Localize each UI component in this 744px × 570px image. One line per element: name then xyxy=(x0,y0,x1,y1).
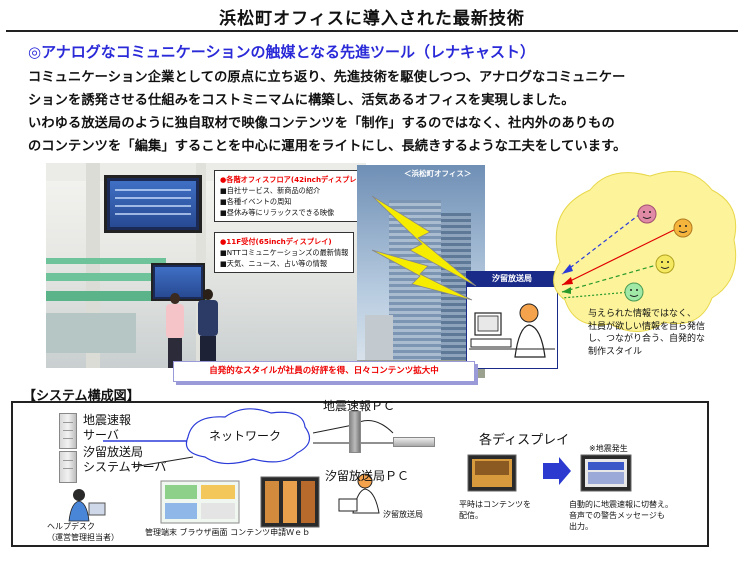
normal-operation-line: 平時はコンテンツを xyxy=(459,500,531,509)
displays-label: 各ディスプレイ xyxy=(479,433,570,448)
callout-reception-item: ■NTTコミュニケーションズの最新情報 xyxy=(220,248,349,257)
arrow-green-2 xyxy=(561,291,631,299)
system-diagram: 地震速報 サーバ 汐留放送局 システムサーバ ネットワーク 地震速報ＰＣ 各ディ… xyxy=(11,399,709,547)
quake-server-label: 地震速報 サーバ xyxy=(83,413,131,443)
ceiling-display xyxy=(104,175,202,233)
cloud-caption-line: 制作スタイル xyxy=(588,346,643,357)
tower-label: ＜浜松町オフィス＞ xyxy=(404,169,472,178)
callout-floor-item: ■自社サービス、新商品の紹介 xyxy=(220,186,321,195)
callout-floor-heading: ●各階オフィスフロア(42inchディスプレイ) xyxy=(220,175,367,184)
highlight-banner: 自発的なスタイルが社員の好評を得、日々コンテンツ拡大中 xyxy=(173,361,475,382)
smiley-icon xyxy=(624,282,644,302)
quake-pc-label: 地震速報ＰＣ xyxy=(323,399,396,413)
auto-switch-text: 自動的に地震速報に切替え。 音声での警告メッセージも 出力。 xyxy=(569,499,673,532)
quake-alert-label: ※地震発生 xyxy=(589,444,628,453)
auto-switch-line: 出力。 xyxy=(569,522,593,531)
quake-pc-tower-icon xyxy=(349,411,361,453)
quake-server-label-line: 地震速報 xyxy=(83,413,132,427)
network-cloud xyxy=(185,408,311,465)
title-rule xyxy=(6,30,738,32)
system-connector-layer xyxy=(68,408,632,528)
cloud-caption-line: 与えられた情報ではなく、 xyxy=(588,309,697,319)
helpdesk-person-icon xyxy=(73,489,85,501)
shiodome-server-icon xyxy=(59,451,77,483)
smiley-icon xyxy=(655,254,675,274)
person-left xyxy=(164,293,186,368)
shiodome-station-box xyxy=(466,271,558,369)
callout-floor-item: ■昼休み等にリラックスできる映像 xyxy=(220,208,335,217)
smiley-icon xyxy=(637,204,657,224)
body-line-4: のコンテンツを「編集」することを中心に運用をライトにし、長続きするような工夫をし… xyxy=(28,139,627,154)
callout-reception: ●11F受付(65inchディスプレイ) ■NTTコミュニケーションズの最新情報… xyxy=(214,232,355,273)
cloud-caption: 与えられた情報ではなく、 社員が欲しい情報を自ら発信 し、つながり合う、自発的な… xyxy=(588,308,705,358)
shiodome-server-label: 汐留放送局 システムサーバ xyxy=(83,445,167,475)
helpdesk-label: ヘルプデスク （運営管理担当者） xyxy=(47,521,119,543)
body-line-3: いわゆる放送局のように独自取材で映像コンテンツを「制作」するのではなく、社内外の… xyxy=(28,116,615,131)
normal-operation-text: 平時はコンテンツを 配信。 xyxy=(459,499,531,521)
quake-server-label-line: サーバ xyxy=(83,428,119,442)
broadcast-station-label: 汐留放送局 xyxy=(492,274,532,283)
cloud-caption-line: し、つながり合う、自発的な xyxy=(588,334,706,344)
helpdesk-label-line: ヘルプデスク xyxy=(47,522,95,531)
helpdesk-label-line: （運営管理担当者） xyxy=(47,533,119,542)
shiodome-server-label-line: システムサーバ xyxy=(83,460,167,474)
smiley-icon xyxy=(673,218,693,238)
shiodome-station-label: 汐留放送局 xyxy=(383,510,423,519)
operator-icon xyxy=(357,473,373,489)
shiodome-pc-label: 汐留放送局ＰＣ xyxy=(325,469,410,483)
page-title: 浜松町オフィスに導入された最新技術 xyxy=(219,9,525,29)
person-right xyxy=(196,289,220,368)
arrow-blue xyxy=(561,213,641,275)
auto-switch-line: 音声での警告メッセージも xyxy=(569,511,665,520)
shiodome-server-label-line: 汐留放送局 xyxy=(83,445,144,459)
normal-operation-line: 配信。 xyxy=(459,511,483,520)
arrow-green xyxy=(561,263,661,293)
system-section-label: 【システム構成図】 xyxy=(23,389,140,404)
network-label: ネットワーク xyxy=(209,429,282,443)
body-line-2: ションを誘発させる仕組みをコストミニマムに構築し、活気あるオフィスを実現しました… xyxy=(28,93,575,108)
arrow-red xyxy=(561,227,679,286)
callout-floor-item: ■各種イベントの周知 xyxy=(220,197,292,206)
callout-reception-item: ■天気、ニュース、占い等の情報 xyxy=(220,259,328,268)
router-icon xyxy=(393,437,435,447)
operator-illustration xyxy=(469,303,555,358)
auto-switch-line: 自動的に地震速報に切替え。 xyxy=(569,500,673,509)
callout-reception-heading: ●11F受付(65inchディスプレイ) xyxy=(220,237,332,246)
cloud-caption-line: 社員が欲しい情報を自ら発信 xyxy=(588,321,706,332)
right-arrow-icon xyxy=(543,457,571,485)
admin-terminal-label: 管理端末 ブラウザ画面 コンテンツ申請Ｗｅｂ xyxy=(145,528,311,537)
body-line-1: コミュニケーション企業としての原点に立ち返り、先進技術を駆使しつつ、アナログなコ… xyxy=(28,70,626,85)
section-heading: ◎アナログなコミュニケーションの触媒となる先進ツール（レナキャスト） xyxy=(28,43,536,61)
quake-server-icon xyxy=(59,413,77,449)
callout-floor: ●各階オフィスフロア(42inchディスプレイ) ■自社サービス、新商品の紹介 … xyxy=(214,170,373,222)
